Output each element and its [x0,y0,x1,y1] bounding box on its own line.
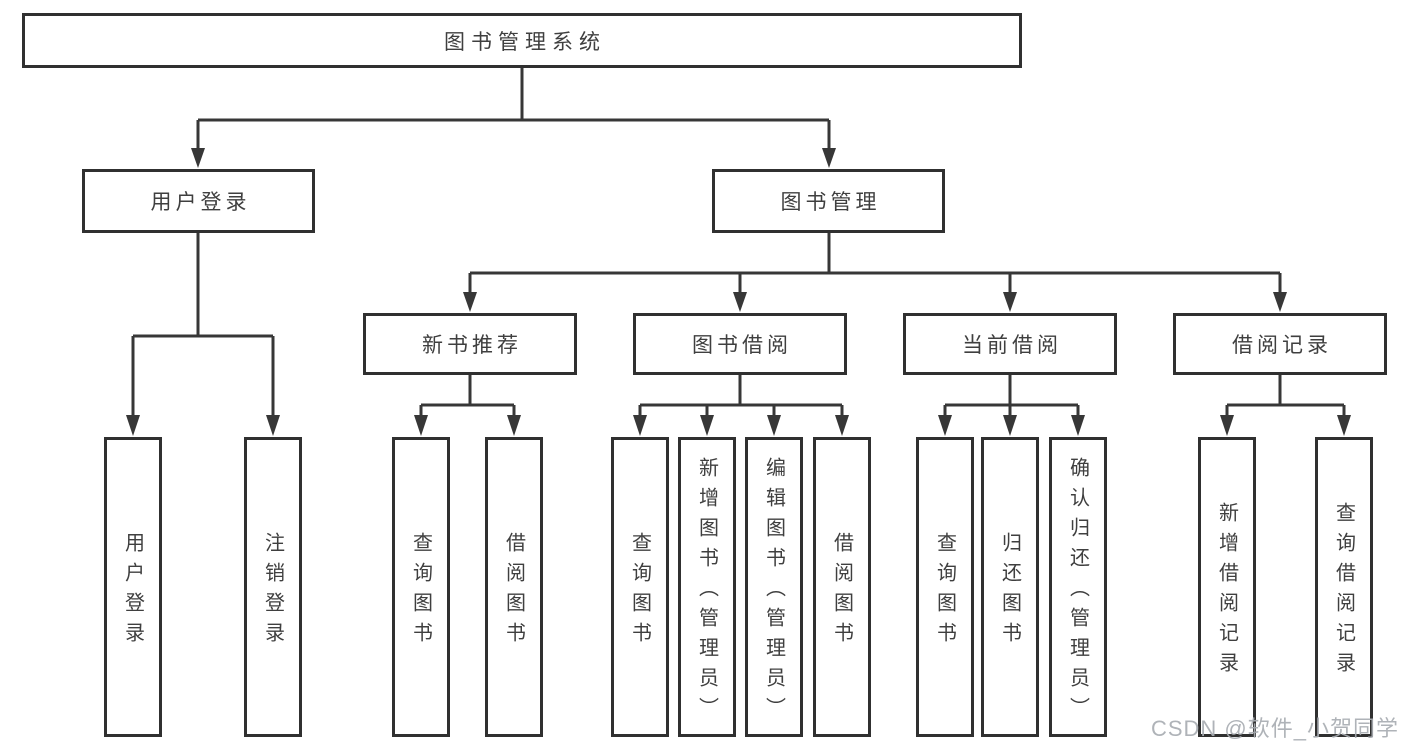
node-user-login-label: 用户登录 [150,191,251,214]
leaf-add-borrow-record: 新增借阅记录 [1198,437,1256,737]
leaf-return-books-label: 归还图书 [998,532,1021,652]
leaf-query-borrow-record-label: 查询借阅记录 [1332,502,1355,682]
leaf-borrow-books-label: 借阅图书 [830,532,853,652]
node-book-management-label: 图书管理 [780,191,881,214]
node-new-book-recommend-label: 新书推荐 [422,334,522,357]
leaf-add-books-admin: 新增图书（管理员） [678,437,736,737]
node-book-borrow: 图书借阅 [633,313,847,375]
node-root-label: 图书管理系统 [444,30,606,54]
leaf-confirm-return-admin-label: 确认归还（管理员） [1066,457,1089,727]
node-new-book-recommend: 新书推荐 [363,313,577,375]
leaf-logout: 注销登录 [244,437,302,737]
leaf-user-login: 用户登录 [104,437,162,737]
leaf-query-books-borrow: 查询图书 [611,437,669,737]
leaf-add-borrow-record-label: 新增借阅记录 [1215,502,1238,682]
leaf-query-borrow-record: 查询借阅记录 [1315,437,1373,737]
node-current-borrow: 当前借阅 [903,313,1117,375]
leaf-query-books-borrow-label: 查询图书 [628,532,651,652]
node-borrow-records: 借阅记录 [1173,313,1387,375]
node-borrow-records-label: 借阅记录 [1232,334,1332,357]
leaf-query-books-current-label: 查询图书 [933,532,956,652]
leaf-user-login-label: 用户登录 [121,532,144,652]
node-book-management: 图书管理 [712,169,945,233]
leaf-edit-books-admin-label: 编辑图书（管理员） [762,457,785,727]
node-current-borrow-label: 当前借阅 [962,334,1062,357]
leaf-borrow-books-recommend-label: 借阅图书 [502,532,525,652]
leaf-query-books-recommend: 查询图书 [392,437,450,737]
node-root: 图书管理系统 [22,13,1022,68]
node-book-borrow-label: 图书借阅 [692,334,792,357]
leaf-logout-label: 注销登录 [261,532,284,652]
leaf-add-books-admin-label: 新增图书（管理员） [695,457,718,727]
leaf-query-books-current: 查询图书 [916,437,974,737]
leaf-borrow-books-recommend: 借阅图书 [485,437,543,737]
leaf-return-books: 归还图书 [981,437,1039,737]
node-user-login: 用户登录 [82,169,315,233]
leaf-edit-books-admin: 编辑图书（管理员） [745,437,803,737]
leaf-borrow-books: 借阅图书 [813,437,871,737]
leaf-query-books-recommend-label: 查询图书 [409,532,432,652]
connector-paths [131,68,1346,417]
arrowhead-icons [126,148,1351,436]
leaf-confirm-return-admin: 确认归还（管理员） [1049,437,1107,737]
